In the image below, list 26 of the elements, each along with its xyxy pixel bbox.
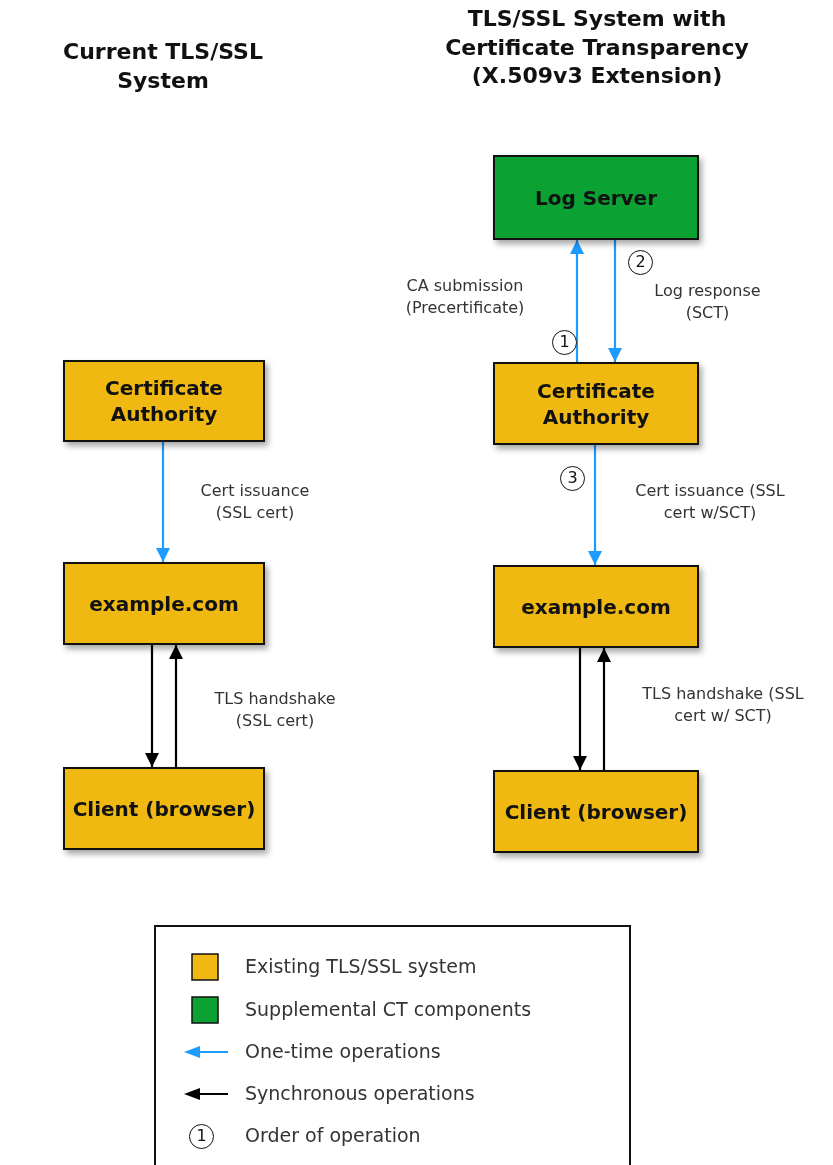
arrow bbox=[597, 648, 611, 770]
process-box: Client (browser) bbox=[63, 767, 265, 850]
arrow bbox=[156, 442, 170, 562]
legend-label: Synchronous operations bbox=[245, 1082, 475, 1104]
arrow bbox=[145, 645, 159, 767]
process-box: Certificate Authority bbox=[63, 360, 265, 442]
legend-label: Existing TLS/SSL system bbox=[245, 955, 477, 977]
order-number: 2 bbox=[628, 250, 653, 275]
arrow bbox=[169, 645, 183, 767]
process-box: example.com bbox=[63, 562, 265, 645]
column-heading: Current TLS/SSL System bbox=[62, 38, 264, 95]
legend-label: Supplemental CT components bbox=[245, 998, 532, 1020]
process-box: Certificate Authority bbox=[493, 362, 699, 445]
column-heading: TLS/SSL System with Certificate Transparency (X.509v3 Extension) bbox=[444, 5, 750, 91]
arrow bbox=[608, 240, 622, 362]
log-server-box: Log Server bbox=[493, 155, 699, 240]
legend-label: Order of operation bbox=[245, 1124, 421, 1146]
order-number: 3 bbox=[560, 466, 585, 491]
arrow bbox=[573, 648, 587, 770]
order-number: 1 bbox=[552, 330, 577, 355]
order-number: 1 bbox=[189, 1124, 214, 1149]
arrow bbox=[588, 445, 602, 565]
arrow bbox=[570, 240, 584, 362]
legend-label: One-time operations bbox=[245, 1040, 441, 1062]
process-box: example.com bbox=[493, 565, 699, 648]
process-box: Client (browser) bbox=[493, 770, 699, 853]
